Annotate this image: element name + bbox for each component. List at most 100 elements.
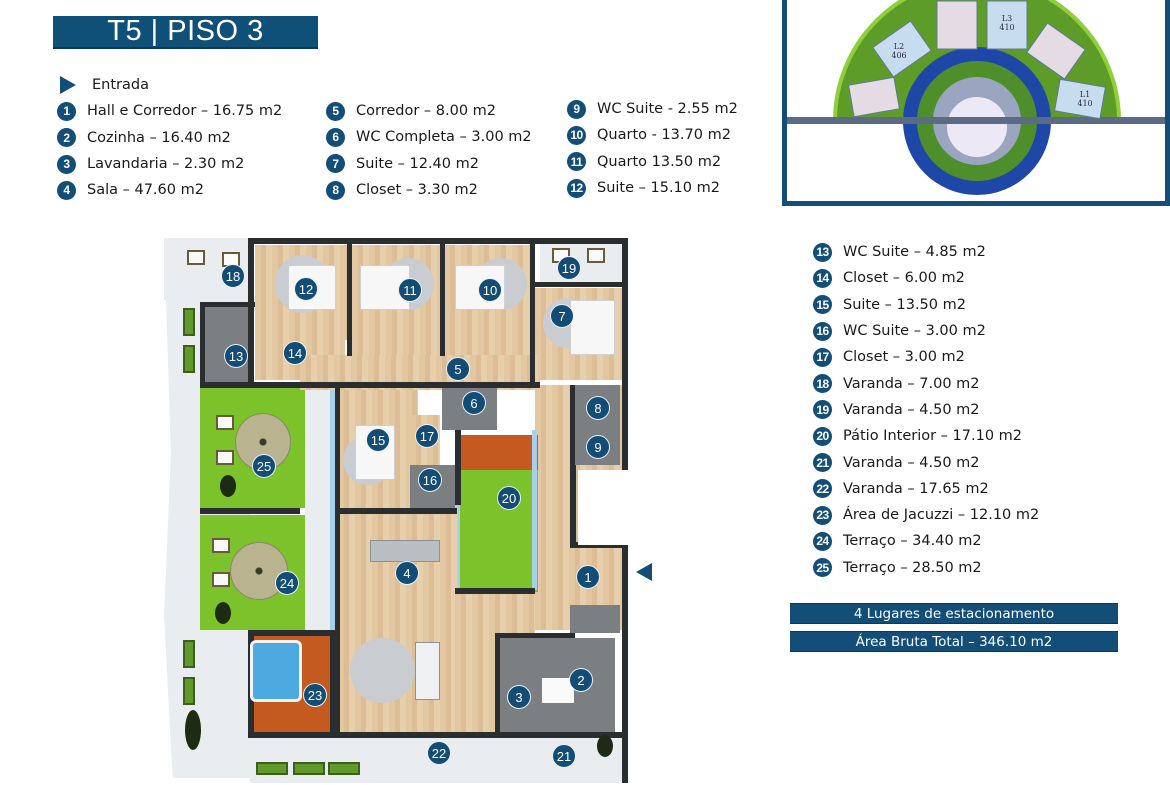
kitchen-table-icon: [542, 678, 574, 703]
legend-label: Closet – 6.00 m2: [843, 270, 965, 287]
legend-label: Terraço – 28.50 m2: [843, 559, 982, 576]
legend-label: Suite – 13.50 m2: [843, 296, 966, 313]
svg-text:410: 410: [999, 23, 1014, 32]
svg-text:L1: L1: [1080, 90, 1090, 99]
room-marker-23: 23: [303, 683, 327, 707]
planter-icon: [183, 677, 195, 705]
room-marker-20: 20: [497, 486, 521, 510]
room-marker-11: 11: [398, 278, 422, 302]
number-badge: 6: [326, 127, 345, 147]
legend-label: Varanda – 4.50 m2: [843, 454, 980, 471]
number-badge: 20: [813, 426, 832, 446]
legend-item: 25 Terraço – 28.50 m2: [813, 555, 1039, 581]
wc-suite-13: [200, 305, 252, 383]
number-badge: 23: [813, 505, 832, 525]
number-badge: 25: [813, 558, 832, 578]
room-marker-19: 19: [557, 256, 581, 280]
svg-text:410: 410: [1077, 99, 1092, 108]
jacuzzi-pool: [250, 640, 302, 702]
room-marker-4: 4: [395, 561, 419, 585]
terrace-walkway: [305, 388, 333, 630]
room-marker-25: 25: [252, 454, 276, 478]
sofa-icon: [415, 642, 440, 700]
legend-label: Pátio Interior – 17.10 m2: [843, 428, 1023, 445]
legend-label: Área de Jacuzzi – 12.10 m2: [843, 507, 1040, 524]
number-badge: 9: [567, 99, 586, 119]
legend-item: 23 Área de Jacuzzi – 12.10 m2: [813, 502, 1039, 528]
site-plan-graphic: L2 406 L3 410 L1 410: [787, 0, 1165, 195]
room-marker-21: 21: [552, 744, 576, 768]
room-marker-22: 22: [427, 741, 451, 765]
patio-interior-20: [460, 470, 538, 592]
legend-label: Quarto - 13.70 m2: [597, 127, 731, 144]
room-marker-17: 17: [415, 424, 439, 448]
planter-icon: [328, 762, 360, 775]
room-marker-14: 14: [283, 341, 307, 365]
room-marker-6: 6: [462, 391, 486, 415]
shrub-icon: [185, 710, 201, 750]
svg-text:L3: L3: [1002, 14, 1012, 23]
legend-entry-row: Entrada: [57, 72, 282, 98]
shrub-icon: [215, 602, 231, 624]
number-badge: 11: [567, 152, 586, 172]
room-marker-16: 16: [418, 468, 442, 492]
number-badge: 13: [813, 242, 832, 262]
legend-label: Closet – 3.30 m2: [356, 182, 478, 199]
room-marker-9: 9: [586, 435, 610, 459]
lounger-icon: [587, 248, 605, 263]
hall-wc: [570, 605, 620, 633]
legend-item: 21 Varanda – 4.50 m2: [813, 449, 1039, 475]
number-badge: 7: [326, 154, 345, 174]
number-badge: 4: [57, 180, 76, 200]
number-badge: 19: [813, 400, 832, 420]
legend-item: 15 Suite – 13.50 m2: [813, 292, 1039, 318]
lounger-icon: [212, 538, 230, 553]
legend-label: Quarto 13.50 m2: [597, 153, 722, 170]
legend-label: Cozinha – 16.40 m2: [87, 129, 231, 146]
legend-item: 18 Varanda – 7.00 m2: [813, 370, 1039, 396]
legend-label: WC Suite - 2.55 m2: [597, 101, 738, 118]
number-badge: 21: [813, 453, 832, 473]
legend-item: 6 WC Completa – 3.00 m2: [326, 124, 532, 150]
page-title: T5 | PISO 3: [53, 15, 318, 49]
legend-label: Corredor – 8.00 m2: [356, 103, 497, 120]
legend-item: 13 WC Suite – 4.85 m2: [813, 239, 1039, 265]
lounger-icon: [216, 450, 234, 465]
exterior-gap: [578, 470, 640, 545]
room-marker-13: 13: [224, 344, 248, 368]
legend-label: Lavandaria – 2.30 m2: [87, 156, 245, 173]
legend-label: WC Suite – 4.85 m2: [843, 244, 986, 261]
number-badge: 17: [813, 347, 832, 367]
number-badge: 18: [813, 374, 832, 394]
dining-table-icon: [370, 540, 440, 562]
number-badge: 15: [813, 295, 832, 315]
patio-deck: [460, 435, 538, 470]
room-marker-5: 5: [446, 357, 470, 381]
room-marker-10: 10: [478, 278, 502, 302]
number-badge: 16: [813, 321, 832, 341]
legend-label: Suite – 12.40 m2: [356, 155, 479, 172]
legend-label: Sala – 47.60 m2: [87, 182, 204, 199]
legend-label: Varanda – 7.00 m2: [843, 375, 980, 392]
legend-label: WC Completa – 3.00 m2: [356, 129, 532, 146]
legend-label: Terraço – 34.40 m2: [843, 533, 982, 550]
entrance-arrow-icon: [60, 76, 76, 95]
room-marker-24: 24: [275, 571, 299, 595]
shrub-icon: [597, 735, 613, 757]
planter-icon: [183, 308, 195, 336]
legend-item: 9 WC Suite - 2.55 m2: [567, 96, 738, 122]
lounger-icon: [212, 572, 230, 587]
legend-label: Hall e Corredor – 16.75 m2: [87, 103, 283, 120]
gross-area-bar: Área Bruta Total – 346.10 m2: [790, 631, 1118, 652]
room-marker-18: 18: [221, 264, 245, 288]
room-marker-2: 2: [569, 668, 593, 692]
